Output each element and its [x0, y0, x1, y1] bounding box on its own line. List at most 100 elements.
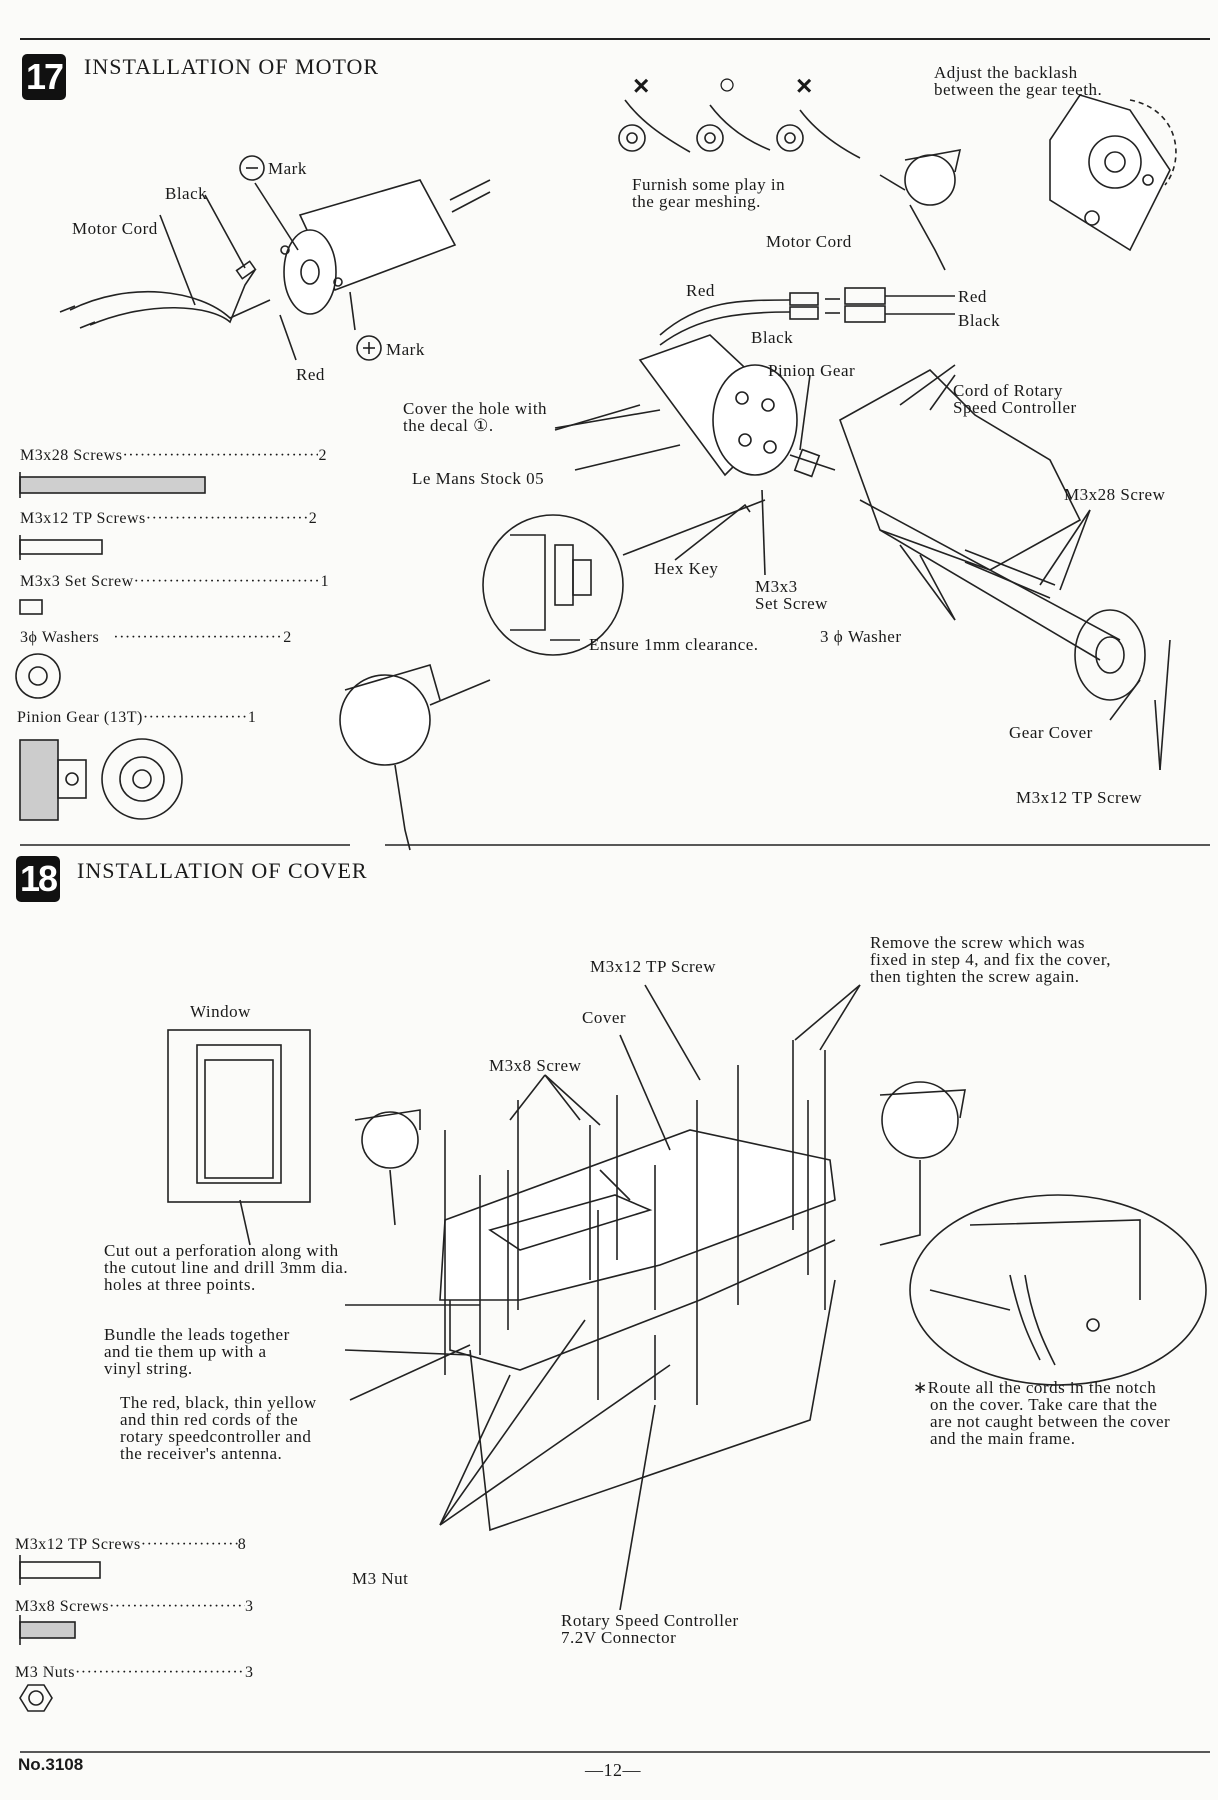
- mascot-17a: [879, 148, 962, 271]
- plus-mark-label: Mark: [386, 340, 425, 359]
- top-rule: [20, 38, 1210, 40]
- m3x12-tp-label-18: M3x12 TP Screw: [590, 957, 716, 976]
- step-18-title: INSTALLATION OF COVER: [77, 858, 368, 883]
- red-label: Red: [296, 365, 325, 384]
- leads-text-4: the receiver's antenna.: [120, 1444, 283, 1463]
- mascot-18a: [354, 1109, 421, 1226]
- motor-illustration: [280, 179, 491, 315]
- cord-rotary-label-1: Cord of Rotary: [953, 381, 1063, 400]
- step-17-badge: 17: [22, 54, 66, 100]
- leads-text-2: and thin red cords of the: [120, 1410, 299, 1429]
- page-number: —12—: [585, 1760, 641, 1780]
- part-qty: 1: [247, 709, 257, 726]
- window-label: Window: [190, 1002, 251, 1021]
- step-18-badge: 18: [16, 856, 60, 902]
- remove-text-2: fixed in step 4, and fix the cover,: [870, 950, 1112, 969]
- black-label: Black: [165, 184, 208, 203]
- m3x8-screw-label: M3x8 Screw: [489, 1056, 582, 1075]
- part-name: M3x3 Set Screw: [20, 573, 134, 590]
- motor-assembly: [638, 287, 1146, 701]
- part-name: M3x12 TP Screws: [20, 510, 146, 527]
- cover-assembly: [439, 1040, 836, 1532]
- part-qty: 3: [244, 1598, 254, 1615]
- part-row: M3 Nuts·································…: [15, 1664, 254, 1681]
- cord-rotary-label-2: Speed Controller: [953, 398, 1077, 417]
- route-text-4: and the main frame.: [930, 1429, 1076, 1448]
- cutout-text-1: Cut out a perforation along with: [104, 1241, 339, 1260]
- part-row: M3x8 Screws·····························…: [15, 1598, 254, 1615]
- cover-hole-text-2: the decal ①.: [403, 416, 494, 435]
- step-17-title: INSTALLATION OF MOTOR: [84, 54, 380, 79]
- leads-text-1: The red, black, thin yellow: [120, 1393, 317, 1412]
- set-screw-label-2: Set Screw: [755, 594, 828, 613]
- washer-label: 3 ϕ Washer: [820, 627, 902, 646]
- adjust-text-2: between the gear teeth.: [934, 80, 1103, 99]
- route-text-3: are not caught between the cover: [930, 1412, 1171, 1431]
- part-name: M3x12 TP Screws: [15, 1536, 141, 1553]
- notch-detail: [909, 1194, 1207, 1386]
- cutout-text-3: holes at three points.: [104, 1275, 256, 1294]
- part-qty: 2: [318, 447, 327, 464]
- part-row: M3x12 TP Screws·························…: [20, 510, 318, 527]
- leads-text-3: rotary speedcontroller and: [120, 1427, 312, 1446]
- part-qty: 1: [320, 573, 330, 590]
- part-name: Pinion Gear (13T): [17, 709, 143, 726]
- gear-mesh-examples: [618, 99, 861, 159]
- black-label-3: Black: [958, 311, 1001, 330]
- mascot-17b: [339, 664, 491, 851]
- black-label-2: Black: [751, 328, 794, 347]
- part-row: M3x12 TP Screws·························…: [15, 1536, 247, 1553]
- gear-cover-label: Gear Cover: [1009, 723, 1093, 742]
- route-text-2: on the cover. Take care that the: [930, 1395, 1158, 1414]
- m3x28-screw-label: M3x28 Screw: [1064, 485, 1166, 504]
- part-sketches-17: [15, 472, 206, 821]
- window-drawing: [167, 1029, 311, 1246]
- adjust-text-1: Adjust the backlash: [934, 63, 1078, 82]
- rsc-connector-label-1: Rotary Speed Controller: [561, 1611, 739, 1630]
- cover-label: Cover: [582, 1008, 627, 1027]
- m3x12-tp-label: M3x12 TP Screw: [1016, 788, 1142, 807]
- cover-hole-text-1: Cover the hole with: [403, 399, 548, 418]
- part-qty: 8: [237, 1536, 247, 1553]
- part-name: M3x8 Screws: [15, 1598, 109, 1615]
- part-row: M3x28 Screws····························…: [20, 447, 327, 464]
- part-row: 3ϕ Washers······························…: [20, 629, 292, 646]
- part-qty: 3: [244, 1664, 254, 1681]
- set-screw-label-1: M3x3: [755, 577, 798, 596]
- furnish-text-1: Furnish some play in: [632, 175, 786, 194]
- bundle-text-2: and tie them up with a: [104, 1342, 267, 1361]
- part-name: M3x28 Screws: [20, 447, 123, 464]
- part-qty: 2: [308, 510, 318, 527]
- route-text-1: ∗Route all the cords in the notch: [913, 1378, 1157, 1397]
- motor-cord-label-2: Motor Cord: [766, 232, 852, 251]
- pinion-gear-label: Pinion Gear: [768, 361, 856, 380]
- right-mark: ○: [718, 68, 737, 101]
- model-number: No.3108: [18, 1755, 84, 1774]
- bundle-text-3: vinyl string.: [104, 1359, 193, 1378]
- clearance-detail: [482, 499, 766, 656]
- part-qty: 2: [283, 629, 292, 646]
- part-row: M3x3 Set Screw··························…: [20, 573, 330, 590]
- minus-mark-label: Mark: [268, 159, 307, 178]
- part-name: M3 Nuts: [15, 1664, 75, 1681]
- rsc-connector-label-2: 7.2V Connector: [561, 1628, 677, 1647]
- m3-nut-label: M3 Nut: [352, 1569, 409, 1588]
- bundle-text-1: Bundle the leads together: [104, 1325, 290, 1344]
- motor-cord-label: Motor Cord: [72, 219, 158, 238]
- red-label-2: Red: [686, 281, 715, 300]
- furnish-text-2: the gear meshing.: [632, 192, 761, 211]
- wrong-mark-1: ×: [633, 70, 650, 101]
- cutout-text-2: the cutout line and drill 3mm dia.: [104, 1258, 349, 1277]
- red-label-3: Red: [958, 287, 987, 306]
- motor-model-label: Le Mans Stock 05: [412, 469, 545, 488]
- clearance-label: Ensure 1mm clearance.: [589, 635, 759, 654]
- mascot-18b: [879, 1081, 966, 1246]
- part-sketches-18: [19, 1555, 101, 1712]
- remove-text-3: then tighten the screw again.: [870, 967, 1080, 986]
- motor-cord: [59, 260, 271, 329]
- wrong-mark-2: ×: [796, 70, 813, 101]
- part-name: 3ϕ Washers: [20, 629, 100, 646]
- part-row: Pinion Gear (13T)·······················…: [17, 709, 257, 726]
